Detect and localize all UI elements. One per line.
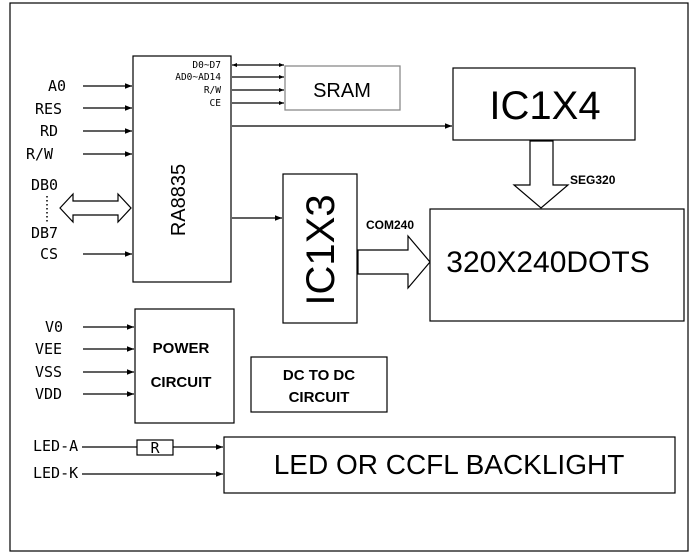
controller-label: RA8835 [168,164,190,236]
controller-pin-rw: R/W [204,85,221,96]
com-bus-label: COM240 [366,218,414,232]
seg-bus-label: SEG320 [570,173,616,187]
outer-frame [9,2,689,552]
power-box [134,308,235,424]
data-bus-arrow [59,192,132,224]
controller-pin-ce: CE [210,98,222,109]
pin-rw-label: R/W [26,145,54,163]
pin-a0-label: A0 [48,77,66,95]
pin-rd-label: RD [40,122,58,140]
panel-label: 320X240DOTS [446,246,649,279]
power-pin-vss-label: VSS [35,363,62,381]
pin-cs-label: CS [40,245,58,263]
panel-box [429,208,685,322]
seg-driver-box [452,67,636,141]
led-k-label: LED-K [33,464,78,482]
controller-pin-ad0-ad14: AD0~AD14 [175,72,221,83]
backlight-label: LED OR CCFL BACKLIGHT [274,449,625,480]
dcdc-line1: DC TO DC [283,367,355,384]
power-pin-vee-label: VEE [35,340,62,358]
power-line2: CIRCUIT [151,374,212,391]
sram-box [284,65,401,111]
controller-pin-d0-d7: D0~D7 [192,60,221,71]
sram-label: SRAM [313,80,371,102]
power-pin-v0-label: V0 [45,318,63,336]
controller-box [132,55,232,283]
com-driver-label: IC1X3 [299,194,343,305]
pin-res-label: RES [35,100,62,118]
dcdc-line2: CIRCUIT [289,389,350,406]
pin-db7-label: DB7 [31,224,58,242]
dcdc-box [250,356,388,413]
power-line1: POWER [153,340,210,357]
seg-driver-label: IC1X4 [489,84,600,128]
pin-db0-label: DB0 [31,176,58,194]
backlight-box [223,436,676,494]
power-pin-vdd-label: VDD [35,385,62,403]
resistor-label: R [150,439,160,457]
com-driver-box [282,173,358,324]
led-a-label: LED-A [33,437,78,455]
seg-bus-arrow [512,140,570,209]
com-bus-arrow [357,234,431,290]
